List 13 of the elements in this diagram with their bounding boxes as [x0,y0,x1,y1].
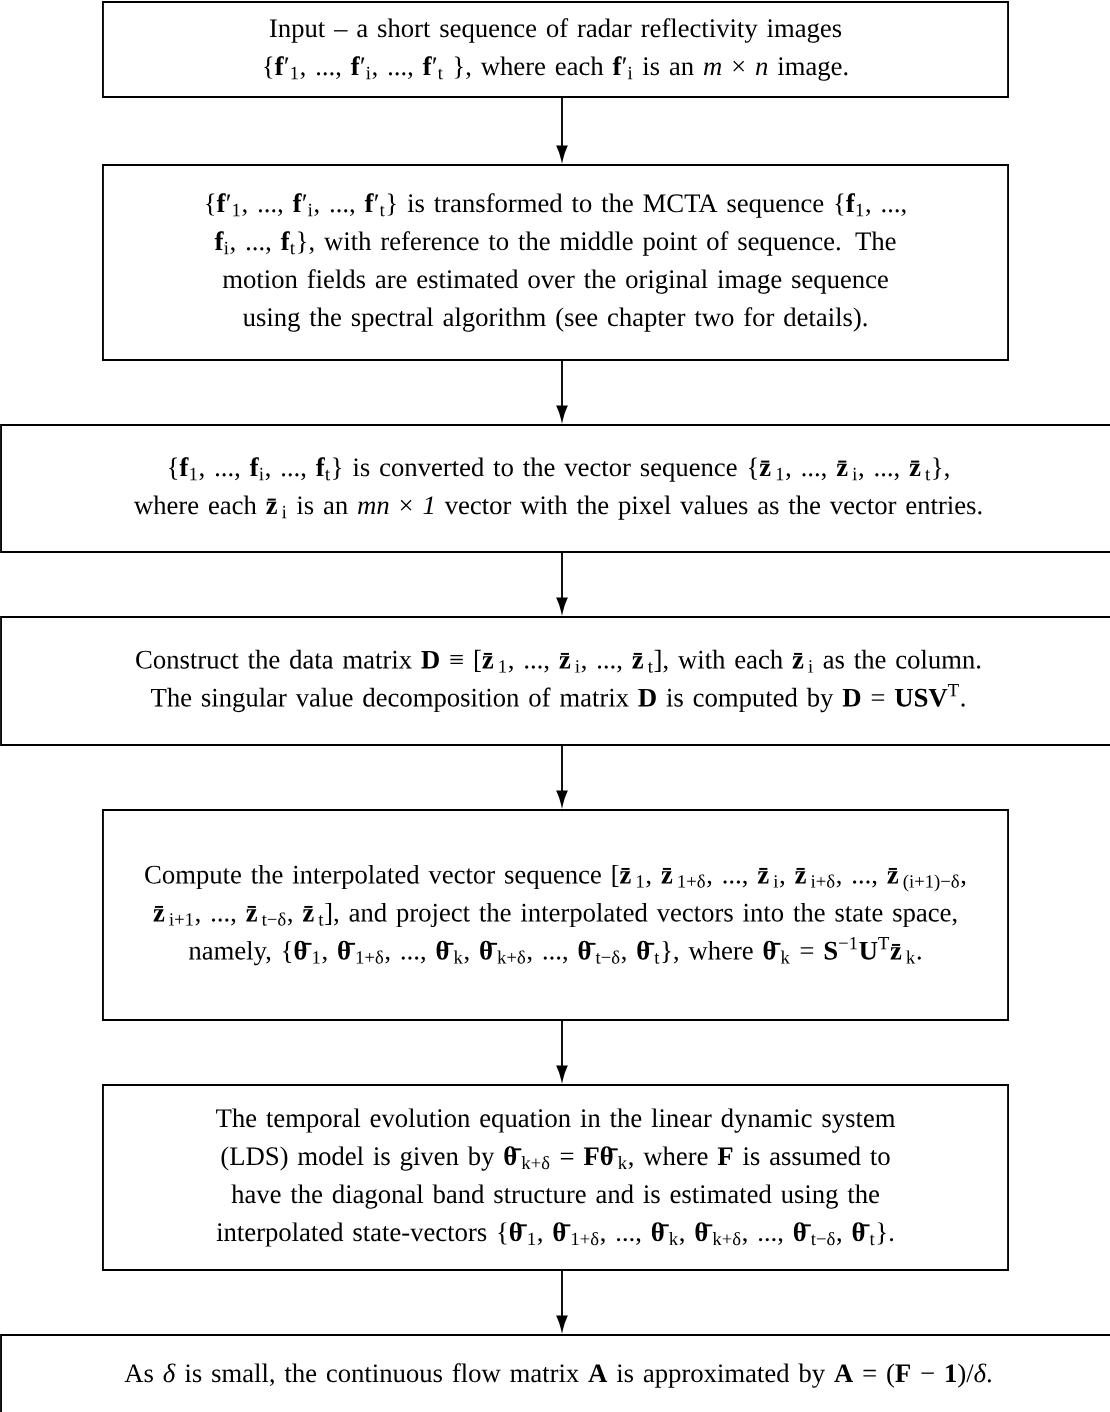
arrow [556,96,568,161]
process-box: Construct the data matrix D ≡ [z̄$_{1}$, ..., z̄$_{i}$, ..., z̄$_{t}$], with each z̄$_{i}$ as the column. The singular value decomposition of matrix D is computed by D = USV$^{T}$. [0,616,1110,746]
arrow [556,745,568,806]
arrow [556,551,568,613]
process-box: Input – a short sequence of radar reflectivity images {f′$_{1}$, ..., f′$_{i}$, ..., f′$_{t}$ }, where each f′$_{i}$ is an m × n image. [102,1,1009,98]
process-box: {f$_{1}$, ..., f$_{i}$, ..., f$_{t}$} is converted to the vector sequence {z̄$_{1}$, ..., z̄$_{i}$, ..., z̄$_{t}$}, where each z̄$_{i}$ is an mn × 1 vector with the pixel values as the vector entries. [0,424,1110,553]
arrow [556,1270,568,1331]
process-box: As δ is small, the continuous flow matrix A is approximated by A = (F − 1)/δ. [0,1334,1110,1412]
process-box: {f′$_{1}$, ..., f′$_{i}$, ..., f′$_{t}$} is transformed to the MCTA sequence {f$_{1}$, ..., f$_{i}$, ..., f$_{t}$}, with reference to the middle point of sequence. The motion fields are estimated over the original image sequence using the spectral algorithm (see chapter two for details). [102,164,1009,361]
process-box: The temporal evolution equation in the linear dynamic system (LDS) model is given by θ̄$_{k+δ}$ = Fθ̄$_{k}$, where F is assumed to have the diagonal band structure and is estimated using the interpolated state-vectors {θ̄$_{1}$, θ̄$_{1+δ}$, ..., θ̄$_{k}$, θ̄$_{k+δ}$, ..., θ̄$_{t−δ}$, θ̄$_{t}$}. [102,1084,1009,1271]
process-box: Compute the interpolated vector sequence [z̄$_{1}$, z̄$_{1+δ}$, ..., z̄$_{i}$, z̄$_{i+δ}$, ..., z̄$_{(i+1)−δ}$, z̄$_{i+1}$, ..., z̄$_{t−δ}$, z̄$_{t}$], and project the interpolated vectors into the state space, namely, {θ̄$_{1}$, θ̄$_{1+δ}$, ..., θ̄$_{k}$, θ̄$_{k+δ}$, ..., θ̄$_{t−δ}$, θ̄$_{t}$}, where θ̄$_{k}$ = S$^{−1}$U$^{T}$z̄$_{k}$. [102,809,1009,1021]
arrow [556,1020,568,1081]
arrow [556,359,568,421]
